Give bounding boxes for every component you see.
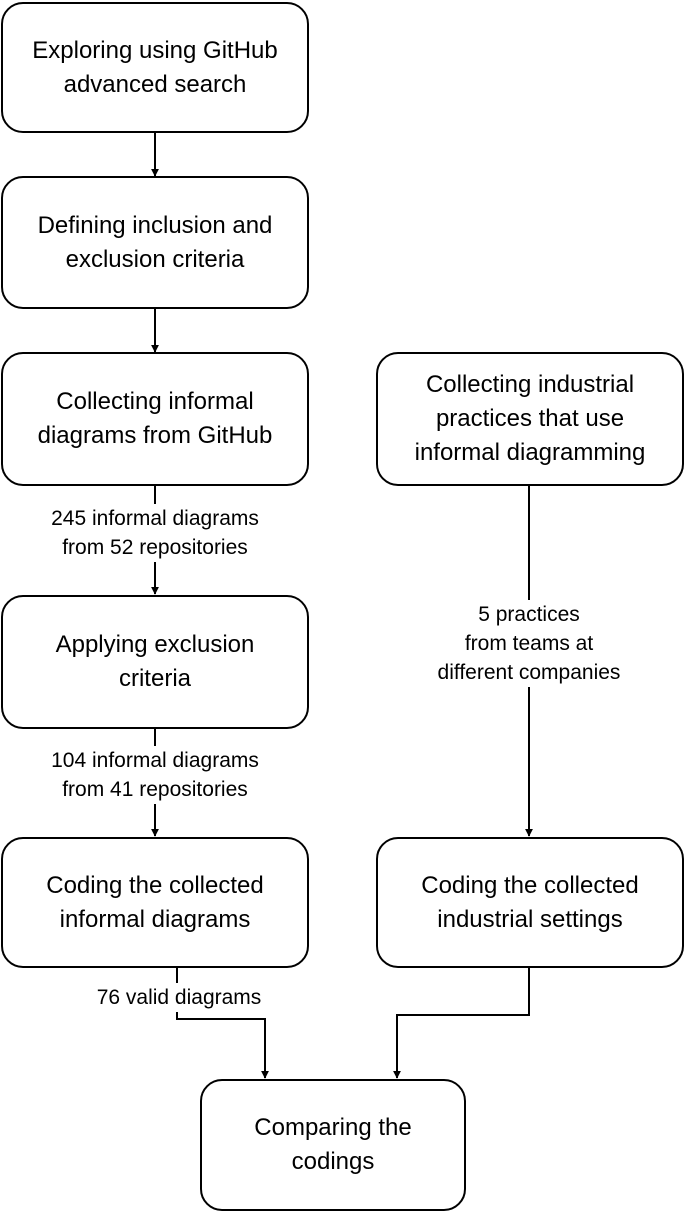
node-collecting-github-label: Collecting informal diagrams from GitHub	[37, 388, 273, 449]
node-coding-industrial-label: Coding the collected industrial settings	[421, 871, 639, 933]
node-exploring-label: Exploring using GitHub advanced search	[32, 36, 278, 98]
node-defining-criteria-label: Defining inclusion and exclusion criteri…	[37, 211, 273, 273]
edge-label-76-valid: 76 valid diagrams	[82, 983, 276, 1012]
edge-label-104-diagrams: 104 informal diagrams from 41 repositori…	[35, 746, 275, 804]
node-coding-diagrams-label: Coding the collected informal diagrams	[46, 871, 264, 933]
node-collecting-industrial-label: Collecting industrial practices that use…	[414, 371, 646, 466]
node-exploring: Exploring using GitHub advanced search	[1, 2, 309, 133]
node-applying-exclusion-label: Applying exclusion criteria	[55, 631, 255, 692]
node-applying-exclusion: Applying exclusion criteria	[1, 595, 309, 729]
node-comparing-codings-label: Comparing the codings	[254, 1114, 412, 1175]
node-coding-industrial: Coding the collected industrial settings	[376, 837, 684, 968]
node-defining-criteria: Defining inclusion and exclusion criteri…	[1, 176, 309, 309]
node-collecting-github: Collecting informal diagrams from GitHub	[1, 352, 309, 486]
node-comparing-codings: Comparing the codings	[200, 1079, 466, 1211]
edge-label-5-practices: 5 practices from teams at different comp…	[414, 600, 644, 687]
edge-industrial-code-compare	[393, 968, 530, 1079]
node-coding-diagrams: Coding the collected informal diagrams	[1, 837, 309, 968]
node-collecting-industrial: Collecting industrial practices that use…	[376, 352, 684, 486]
edge-label-245-diagrams: 245 informal diagrams from 52 repositori…	[35, 504, 275, 562]
